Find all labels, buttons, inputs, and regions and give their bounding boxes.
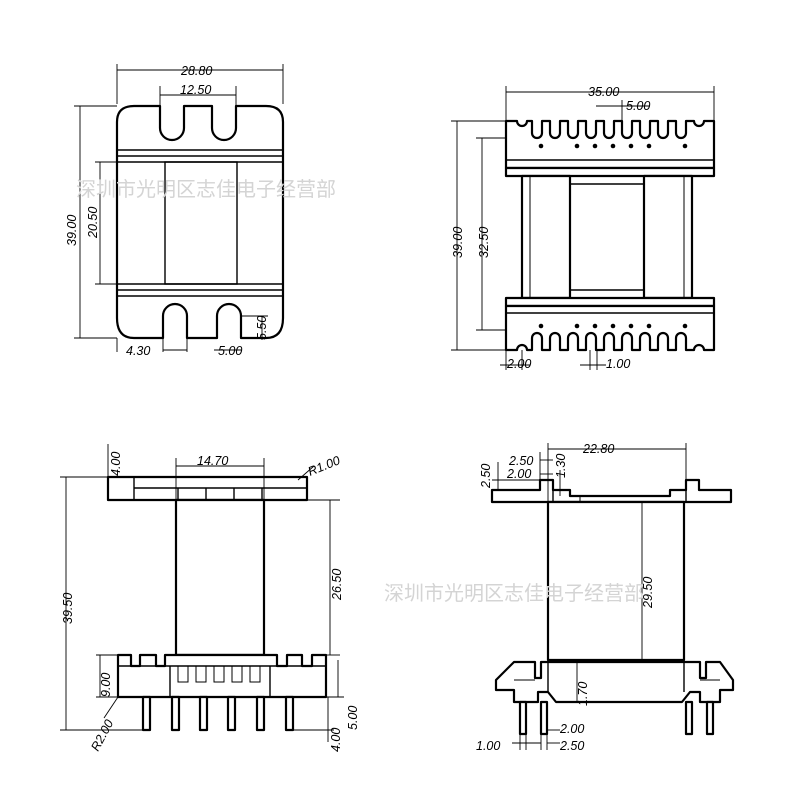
watermark-top: 深圳市光明区志佳电子经营部 (76, 177, 336, 201)
bottom-right-base (494, 660, 735, 704)
top-right-upper-plate (504, 166, 716, 178)
dim-12-50: 12.50 (180, 83, 211, 97)
bottom-left-pins (141, 695, 295, 732)
dim-39-00-right: 39.00 (451, 227, 465, 258)
top-right-pin-dots (538, 143, 688, 329)
dim-r1-00: R1.00 (306, 453, 342, 478)
dim-39-00-left: 39.00 (65, 215, 79, 246)
dim-1-30: 1.30 (554, 454, 568, 478)
dim-28-80: 28.80 (180, 64, 212, 78)
top-left-window (164, 161, 238, 285)
top-left-outline (115, 104, 285, 340)
dim-2-50-step: 2.50 (479, 464, 493, 489)
bottom-right-view: 22.80 2.50 2.50 2.00 1.30 29.50 1.70 2.0… (476, 442, 735, 753)
dim-5-50: 5.50 (255, 316, 269, 340)
dim-2-00-bottom: 2.00 (559, 722, 584, 736)
watermark-bottom: 深圳市光明区志佳电子经营部 (384, 581, 644, 605)
dim-2-00-right: 2.00 (506, 357, 531, 371)
top-right-lower-plate (504, 296, 716, 308)
dim-1-00-bottom: 1.00 (476, 739, 500, 753)
bottom-right-top-flange (490, 478, 733, 504)
bottom-left-core (174, 498, 266, 657)
dim-26-50: 26.50 (330, 569, 344, 601)
dim-5-00-left: 5.00 (218, 344, 242, 358)
bottom-right-pins (518, 700, 715, 736)
dim-9-00: 9.00 (99, 673, 113, 697)
top-right-bottom-flange (504, 304, 716, 352)
dim-4-30: 4.30 (126, 344, 150, 358)
dim-20-50: 20.50 (86, 207, 100, 239)
dim-39-50: 39.50 (61, 593, 75, 624)
top-left-view: 28.80 12.50 39.00 20.50 4.30 5.00 5.50 (65, 64, 285, 358)
dim-14-70: 14.70 (197, 454, 228, 468)
bottom-right-core (546, 500, 686, 662)
bottom-left-base-slots (177, 665, 261, 683)
dim-r2-00: R2.00 (88, 717, 116, 753)
bottom-left-view: 4.00 14.70 R1.00 39.50 26.50 9.00 R2.00 … (60, 444, 360, 753)
top-right-top-flange (504, 119, 716, 170)
dim-2-50-bottom: 2.50 (559, 739, 584, 753)
dim-22-80: 22.80 (582, 442, 614, 456)
dim-1-70: 1.70 (576, 682, 590, 706)
dim-5-00-right: 5.00 (626, 99, 650, 113)
dim-32-50: 32.50 (477, 227, 491, 258)
dim-1-00-right: 1.00 (606, 357, 630, 371)
top-right-right-leg (642, 174, 694, 300)
bottom-left-base (116, 653, 328, 699)
dim-29-50: 29.50 (641, 577, 655, 609)
top-right-view: 35.00 5.00 39.00 32.50 2.00 1.00 (451, 85, 716, 371)
top-right-left-leg (520, 174, 572, 300)
dim-2-50-top: 2.50 (508, 454, 533, 468)
dim-35-00: 35.00 (588, 85, 619, 99)
dim-2-00-top: 2.00 (506, 467, 531, 481)
dim-5-00-pin: 5.00 (346, 706, 360, 730)
dim-4-00-pin: 4.00 (329, 728, 343, 752)
dim-4-00-top: 4.00 (109, 452, 123, 476)
